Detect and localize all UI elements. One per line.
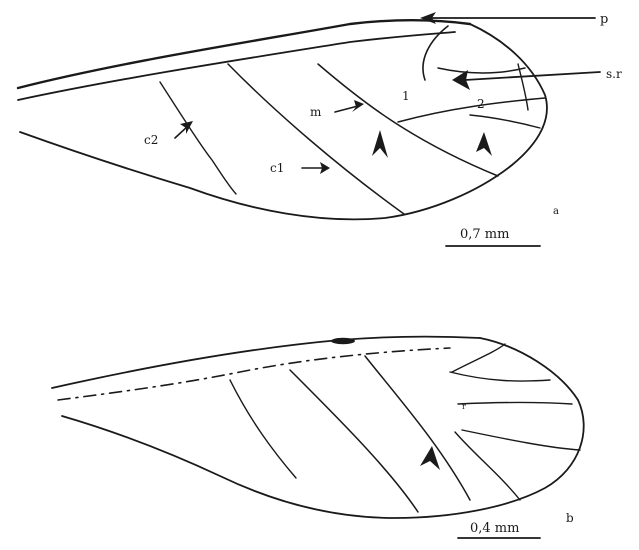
wing-b-vein-3 — [230, 380, 296, 478]
wing-a-vein-c2 — [160, 82, 236, 194]
label-m: m — [310, 105, 322, 119]
wing-b — [52, 337, 584, 538]
wing-a — [18, 12, 600, 246]
arrowhead-mark-a1 — [372, 130, 388, 158]
arrow-c1 — [302, 162, 330, 174]
wing-a-costa-lower — [18, 32, 455, 100]
wing-a-radial-vein-4 — [518, 64, 528, 110]
panel-letter-a: a — [553, 206, 559, 217]
scale-label-a: 0,7 mm — [460, 227, 509, 242]
wing-a-radial-vein-3 — [470, 115, 540, 128]
arrowhead-mark-a2 — [476, 132, 492, 156]
label-cell-2: 2 — [477, 97, 485, 111]
arrow-m — [335, 100, 364, 112]
wing-a-costa-upper — [18, 20, 470, 88]
wing-b-branch-1 — [452, 344, 505, 372]
label-p: p — [600, 12, 608, 27]
panel-letter-b: b — [566, 511, 574, 525]
wing-b-outline — [62, 338, 584, 518]
wing-b-stigma-spot — [331, 338, 355, 344]
label-sr: s.r — [606, 67, 622, 81]
label-c2: c2 — [144, 133, 158, 147]
wing-a-radial-vein-2 — [398, 98, 545, 122]
wing-b-branch-4 — [462, 430, 580, 450]
label-c1: c1 — [270, 161, 284, 175]
arrowhead-mark-b — [420, 446, 440, 470]
wing-b-branch-3 — [458, 403, 572, 405]
wing-b-costa — [52, 337, 480, 388]
wing-a-radial-vein-1 — [438, 68, 525, 73]
wing-b-branch-2 — [450, 372, 550, 381]
wing-b-vein-1 — [365, 356, 470, 500]
scale-label-b: 0,4 mm — [470, 521, 519, 536]
label-cell-1: 1 — [402, 89, 410, 103]
label-cell-mark-b: r — [462, 402, 466, 411]
wing-b-vein-2 — [290, 370, 418, 512]
